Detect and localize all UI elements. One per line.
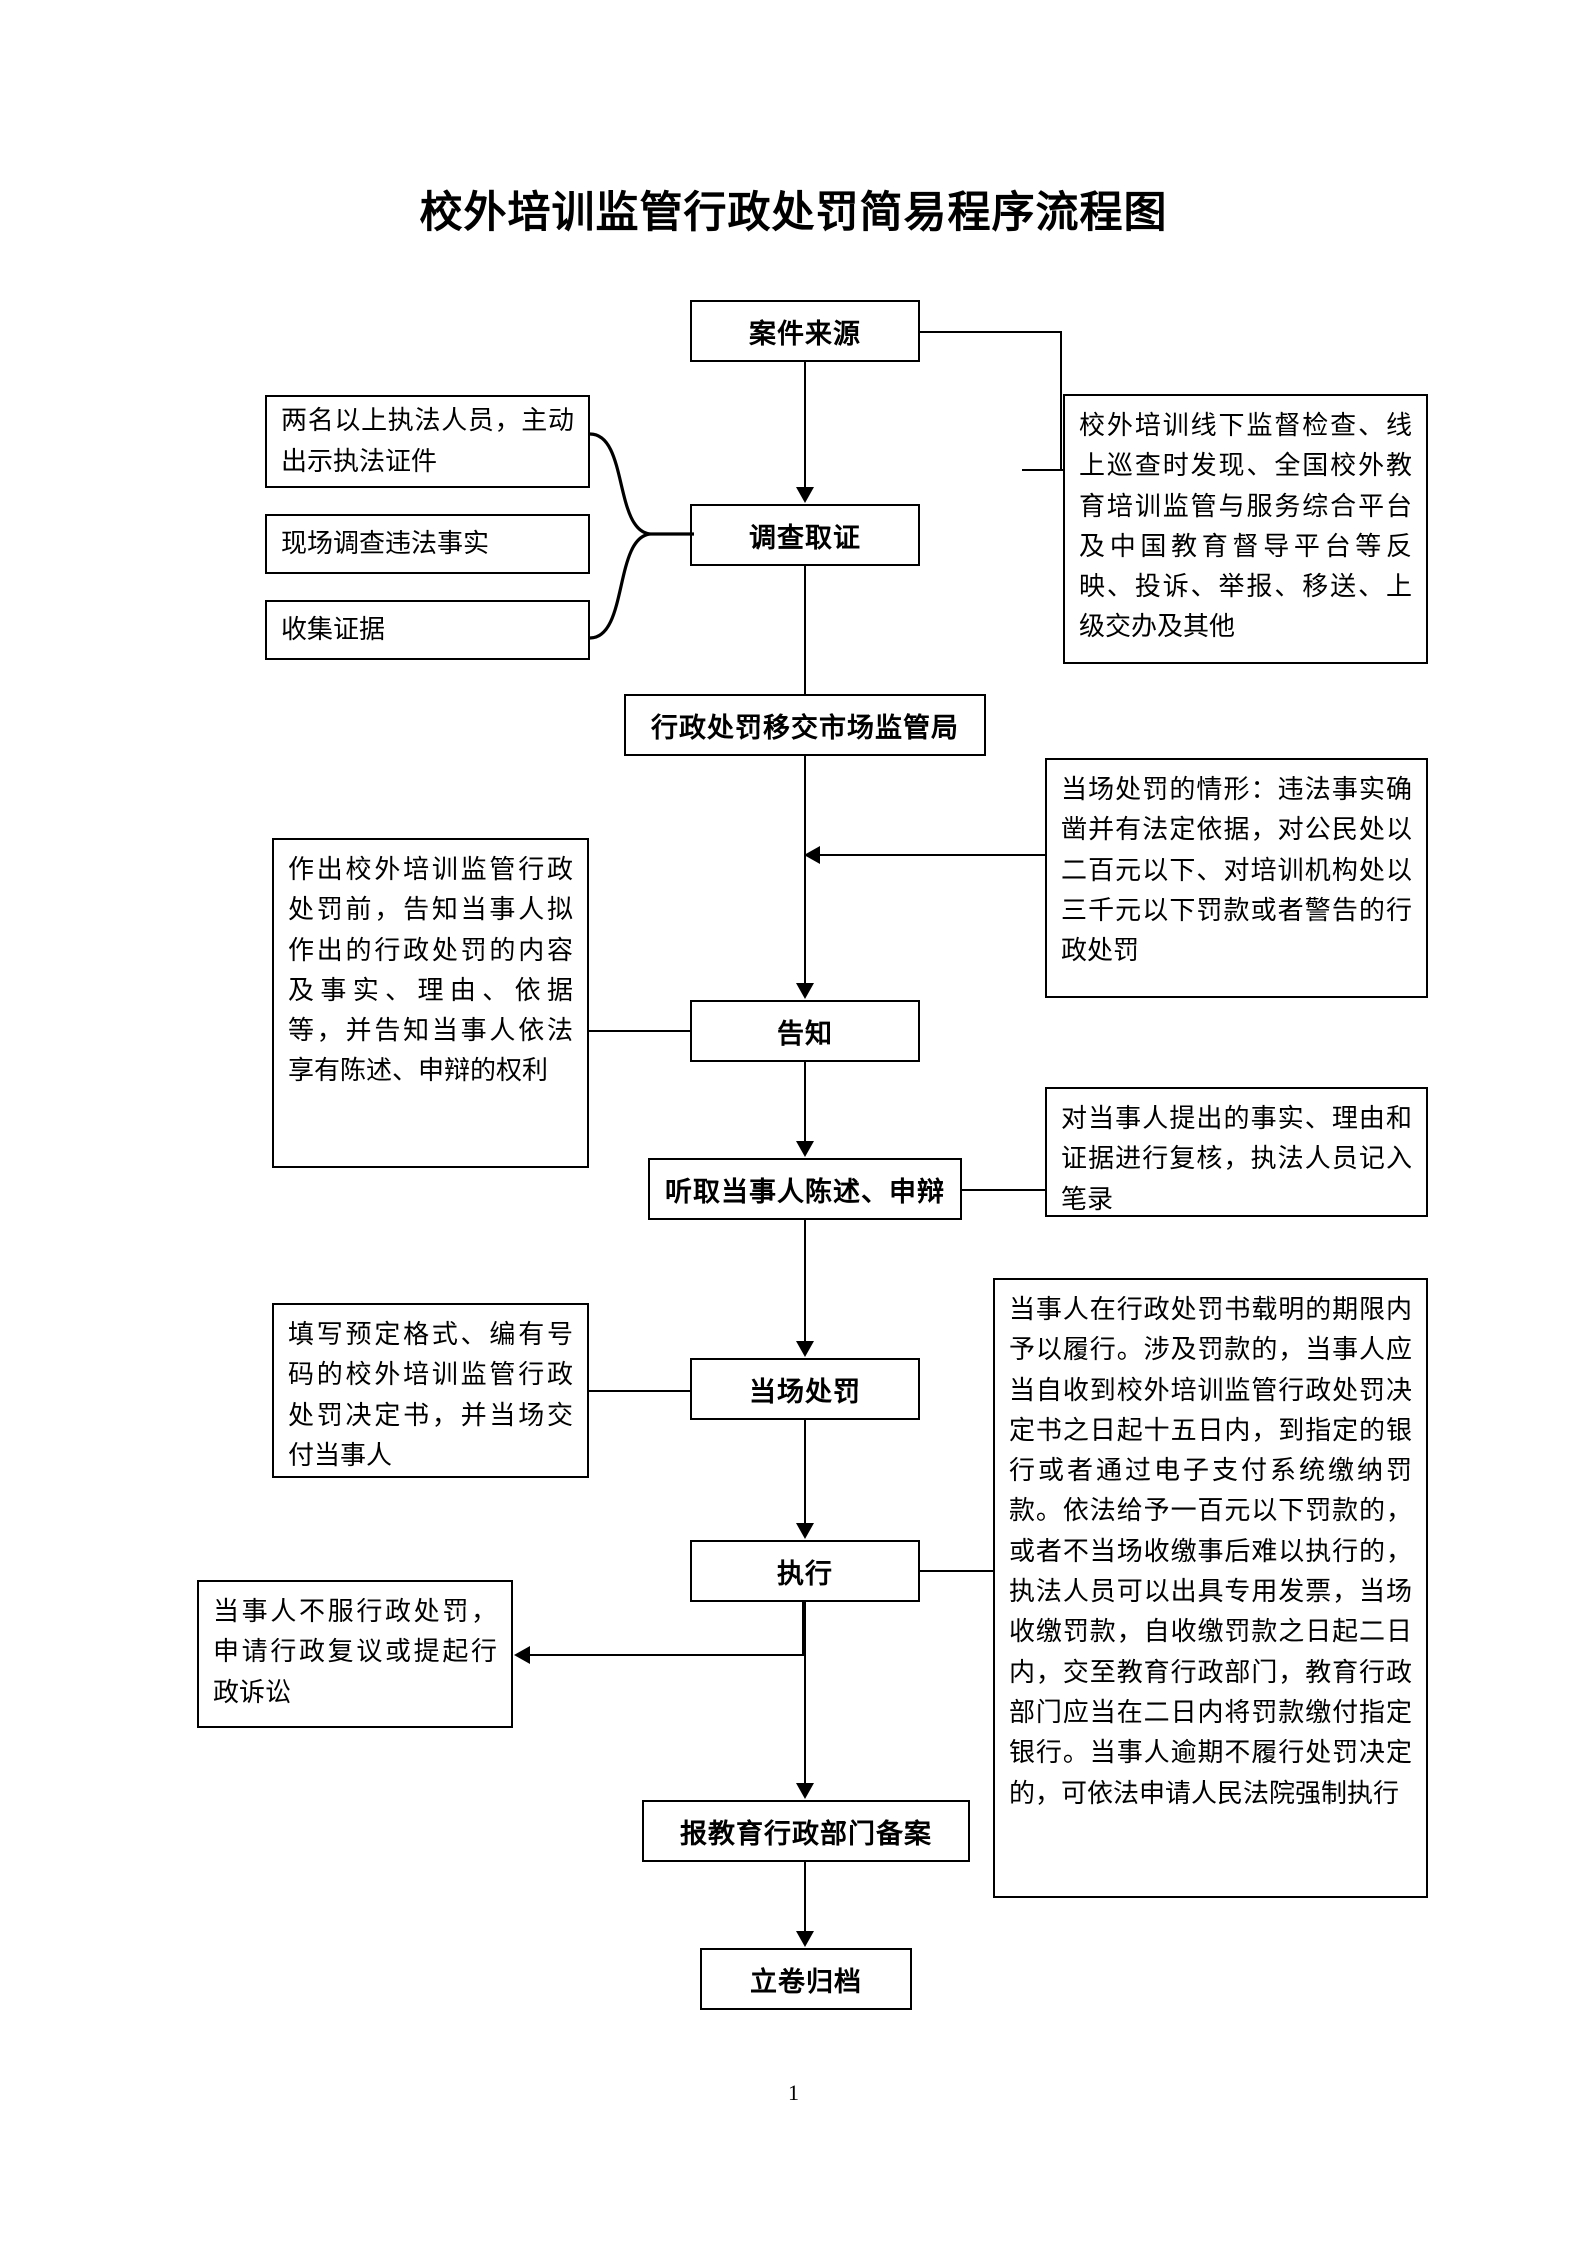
arrowhead-spine-onsite-cond xyxy=(804,846,820,864)
edge-execute-drop-to-appeal xyxy=(802,1602,805,1656)
brace-connector-investigate xyxy=(589,432,694,640)
arrowhead-hear xyxy=(796,1141,814,1157)
node-archive-label: 立卷归档 xyxy=(750,1966,862,1997)
note-evidence-text: 收集证据 xyxy=(281,614,386,644)
page-number: 1 xyxy=(788,2080,799,2105)
node-transfer-label: 行政处罚移交市场监管局 xyxy=(651,712,959,743)
edge-execute-to-exec-note xyxy=(920,1570,994,1573)
edge-doc-note-to-onsite xyxy=(589,1390,691,1393)
node-transfer[interactable]: 行政处罚移交市场监管局 xyxy=(624,694,986,756)
node-execute[interactable]: 执行 xyxy=(690,1540,920,1602)
note-enforcers: 两名以上执法人员，主动出示执法证件 xyxy=(265,395,590,488)
page-title: 校外培训监管行政处罚简易程序流程图 xyxy=(419,189,1168,237)
node-investigate[interactable]: 调查取证 xyxy=(690,504,920,566)
arrowhead-record xyxy=(796,1783,814,1799)
node-archive[interactable]: 立卷归档 xyxy=(700,1948,912,2010)
arrowhead-execute xyxy=(796,1523,814,1539)
edge-source-note-h2 xyxy=(1022,469,1064,472)
node-execute-label: 执行 xyxy=(777,1558,833,1589)
edge-hear-to-onsite xyxy=(804,1220,807,1341)
note-decision-doc: 填写预定格式、编有号码的校外培训监管行政处罚决定书，并当场交付当事人 xyxy=(272,1303,589,1478)
note-execution-detail: 当事人在行政处罚书载明的期限内予以履行。涉及罚款的，当事人应当自收到校外培训监管… xyxy=(993,1278,1428,1898)
edge-transfer-to-notify xyxy=(804,756,807,984)
note-enforcers-text: 两名以上执法人员，主动出示执法证件 xyxy=(281,406,574,476)
note-notify-detail-text: 作出校外培训监管行政处罚前，告知当事人拟作出的行政处罚的内容及事实、理由、依据等… xyxy=(288,855,573,1086)
node-case-source[interactable]: 案件来源 xyxy=(690,300,920,362)
edge-onsite-to-execute xyxy=(804,1420,807,1523)
node-notify-label: 告知 xyxy=(777,1018,833,1049)
note-notify-detail: 作出校外培训监管行政处罚前，告知当事人拟作出的行政处罚的内容及事实、理由、依据等… xyxy=(272,838,589,1168)
arrowhead-appeal xyxy=(514,1646,530,1664)
note-onsite-facts-text: 现场调查违法事实 xyxy=(281,528,490,558)
note-onsite-conditions-text: 当场处罚的情形：违法事实确凿并有法定依据，对公民处以二百元以下、对培训机构处以三… xyxy=(1061,775,1412,966)
edge-notify-to-hear xyxy=(804,1062,807,1142)
note-onsite-conditions: 当场处罚的情形：违法事实确凿并有法定依据，对公民处以二百元以下、对培训机构处以三… xyxy=(1045,758,1428,998)
node-record[interactable]: 报教育行政部门备案 xyxy=(642,1800,970,1862)
edge-record-to-archive xyxy=(804,1862,807,1931)
note-appeal-detail-text: 当事人不服行政处罚，申请行政复议或提起行政诉讼 xyxy=(213,1597,497,1707)
edge-source-to-investigate xyxy=(804,362,807,488)
edge-notify-note-to-node xyxy=(589,1030,691,1033)
node-onsite-label: 当场处罚 xyxy=(749,1376,861,1407)
edge-execute-to-record xyxy=(804,1602,807,1783)
note-source-detail-text: 校外培训线下监督检查、线上巡查时发现、全国校外教育培训监管与服务综合平台及中国教… xyxy=(1079,411,1412,642)
note-execution-detail-text: 当事人在行政处罚书载明的期限内予以履行。涉及罚款的，当事人应当自收到校外培训监管… xyxy=(1009,1295,1412,1808)
note-hear-detail-text: 对当事人提出的事实、理由和证据进行复核，执法人员记入笔录 xyxy=(1061,1104,1412,1214)
edge-source-note-v xyxy=(1060,331,1063,471)
edge-execute-to-appeal xyxy=(530,1654,804,1657)
note-source-detail: 校外培训线下监督检查、线上巡查时发现、全国校外教育培训监管与服务综合平台及中国教… xyxy=(1063,394,1428,664)
note-onsite-facts: 现场调查违法事实 xyxy=(265,514,590,574)
edge-source-note-h1 xyxy=(920,331,1062,334)
note-appeal-detail: 当事人不服行政处罚，申请行政复议或提起行政诉讼 xyxy=(197,1580,513,1728)
node-notify[interactable]: 告知 xyxy=(690,1000,920,1062)
arrowhead-notify xyxy=(796,983,814,999)
node-hear[interactable]: 听取当事人陈述、申辩 xyxy=(648,1158,962,1220)
note-hear-detail: 对当事人提出的事实、理由和证据进行复核，执法人员记入笔录 xyxy=(1045,1087,1428,1217)
arrowhead-archive xyxy=(796,1931,814,1947)
arrowhead-onsite xyxy=(796,1341,814,1357)
note-decision-doc-text: 填写预定格式、编有号码的校外培训监管行政处罚决定书，并当场交付当事人 xyxy=(288,1320,573,1470)
note-evidence: 收集证据 xyxy=(265,600,590,660)
node-record-label: 报教育行政部门备案 xyxy=(680,1818,932,1849)
node-case-source-label: 案件来源 xyxy=(749,318,861,349)
node-hear-label: 听取当事人陈述、申辩 xyxy=(665,1176,945,1207)
node-onsite[interactable]: 当场处罚 xyxy=(690,1358,920,1420)
edge-hear-note-to-node xyxy=(962,1189,1046,1192)
edge-onsite-cond-to-spine xyxy=(820,854,1046,857)
arrowhead-investigate xyxy=(796,487,814,503)
node-investigate-label: 调查取证 xyxy=(749,522,861,553)
edge-investigate-to-transfer xyxy=(804,566,807,694)
